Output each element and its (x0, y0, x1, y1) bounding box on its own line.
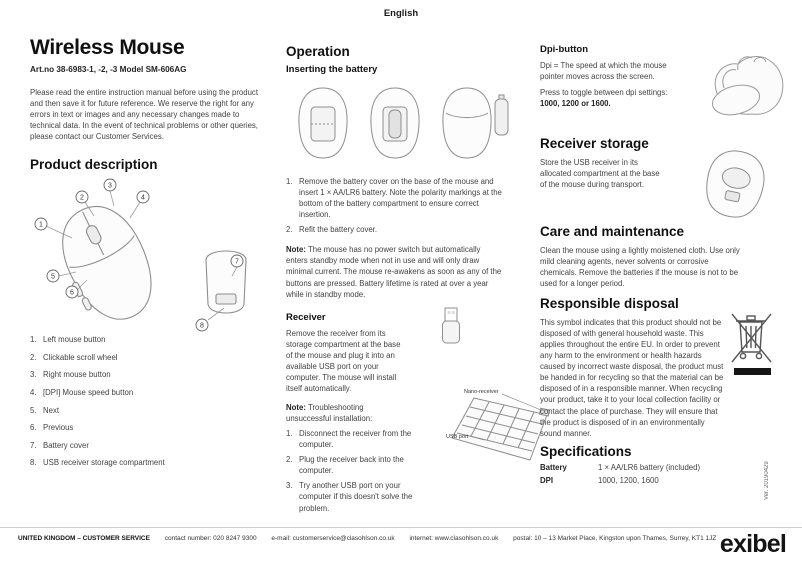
disposal-text: This symbol indicates that this product … (540, 318, 724, 438)
middle-column: Operation Inserting the battery (286, 44, 509, 518)
battery-steps-list: Remove the battery cover on the base of … (286, 176, 504, 235)
note-text: The mouse has no power switch but automa… (286, 245, 502, 299)
intro-text: Please read the entire instruction manua… (30, 88, 258, 142)
spec-key: Battery (540, 463, 567, 472)
specifications-heading: Specifications (540, 444, 632, 459)
product-parts-list: Left mouse button Clickable scroll wheel… (30, 334, 264, 468)
part-item: [DPI] Mouse speed button (30, 387, 134, 398)
diagram-callout-5: 5 (51, 274, 55, 281)
version-label: Ver. 20190429 (764, 461, 770, 500)
part-item: USB receiver storage compartment (30, 457, 165, 468)
spec-key: DPI (540, 476, 553, 485)
diagram-callout-4: 4 (141, 195, 145, 202)
note-label: Note: (286, 403, 306, 412)
part-item: Right mouse button (30, 369, 111, 380)
left-column: Wireless Mouse Art.no 38-6983-1, -2, -3 … (30, 36, 264, 475)
care-text: Clean the mouse using a lightly moistene… (540, 246, 740, 289)
part-item: Previous (30, 422, 74, 433)
troubleshooting-step: Plug the receiver back into the computer… (286, 454, 404, 476)
footer-contact-line: UNITED KINGDOM – CUSTOMER SERVICE contac… (18, 535, 716, 542)
footer-region: UNITED KINGDOM – CUSTOMER SERVICE (18, 535, 150, 542)
note-label: Note: (286, 245, 306, 255)
diagram-callout-6: 6 (70, 290, 74, 297)
weee-crossed-out-bin-icon (731, 313, 772, 375)
spec-value: 1 × AA/LR6 battery (included) (598, 463, 701, 472)
brand-logo: exibel (719, 530, 787, 558)
laptop-keyboard-illustration: Nano-receiver USB port (446, 389, 551, 461)
troubleshooting-steps-list: Disconnect the receiver from the compute… (286, 428, 418, 513)
standby-note: Note: The mouse has no power switch but … (286, 244, 504, 299)
product-diagram: 1 2 3 4 5 6 7 8 (30, 176, 264, 334)
inserting-battery-heading: Inserting the battery (286, 64, 378, 75)
footer-internet: internet: www.clasohlson.co.uk (409, 535, 499, 542)
article-number: Art.no 38-6983-1, -2, -3 Model SM-606AG (30, 65, 187, 74)
receiver-storage-text: Store the USB receiver in its allocated … (540, 158, 660, 190)
page-language-label: English (383, 8, 419, 19)
specifications-section: Specifications Battery 1 × AA/LR6 batter… (540, 444, 742, 485)
receiver-heading: Receiver (286, 311, 326, 323)
spec-row-battery: Battery 1 × AA/LR6 battery (included) (540, 463, 742, 472)
usb-receiver-illustration (442, 307, 460, 344)
battery-insertion-image (298, 87, 509, 159)
part-item: Battery cover (30, 440, 89, 451)
mouse-underside-illustration (706, 150, 765, 218)
diagram-callout-8: 8 (200, 323, 204, 330)
battery-step: Remove the battery cover on the base of … (286, 176, 502, 220)
troubleshooting-note: Note: Troubleshooting unsuccessful insta… (286, 402, 388, 424)
mouse-diagram-illustration: 1 2 3 4 5 6 7 8 (34, 178, 247, 332)
footer-email: e-mail: customerservice@clasohlson.co.uk (271, 535, 395, 542)
receiver-text: Remove the receiver from its storage com… (286, 328, 401, 393)
battery-insertion-illustration (296, 83, 509, 168)
dpi-toggle-prefix: Press to toggle between dpi settings: (540, 88, 668, 98)
diagram-callout-7: 7 (235, 259, 239, 266)
care-heading: Care and maintenance (540, 224, 685, 239)
footer-contact: contact number: 020 8247 9300 (164, 535, 257, 542)
footer-postal: postal: 10 – 13 Market Place, Kingston u… (513, 535, 717, 542)
dpi-settings: 1000, 1200 or 1600. (540, 99, 611, 109)
care-section: Care and maintenance Clean the mouse usi… (540, 224, 742, 289)
operation-heading: Operation (286, 44, 350, 59)
product-title: Wireless Mouse (30, 36, 185, 59)
troubleshooting-step: Disconnect the receiver from the compute… (286, 428, 412, 450)
spec-value: 1000, 1200, 1600 (598, 476, 659, 485)
part-item: Left mouse button (30, 334, 106, 345)
troubleshooting-step: Try another USB port on your computer if… (286, 480, 413, 513)
usb-port-label: USB port (446, 434, 469, 440)
battery-step: Refit the battery cover. (286, 224, 378, 235)
hand-on-mouse-illustration (711, 56, 784, 116)
diagram-callout-2: 2 (80, 195, 84, 202)
disposal-heading: Responsible disposal (540, 296, 679, 311)
note-text: Troubleshooting unsuccessful installatio… (286, 403, 373, 424)
diagram-callout-3: 3 (108, 183, 112, 190)
disposal-section: Responsible disposal This symbol indicat… (540, 296, 742, 439)
receiver-storage-heading: Receiver storage (540, 136, 649, 151)
product-description-heading: Product description (30, 157, 158, 173)
dpi-section: Dpi-button Dpi = The speed at which the … (540, 44, 700, 109)
part-item: Next (30, 405, 60, 416)
footer: UNITED KINGDOM – CUSTOMER SERVICE contac… (0, 527, 802, 567)
spec-row-dpi: DPI 1000, 1200, 1600 (540, 476, 742, 485)
nano-receiver-label: Nano-receiver (464, 389, 499, 395)
dpi-text: Dpi = The speed at which the mouse point… (540, 61, 667, 82)
receiver-storage-section: Receiver storage Store the USB receiver … (540, 136, 730, 190)
part-item: Clickable scroll wheel (30, 352, 118, 363)
dpi-heading: Dpi-button (540, 44, 589, 55)
dpi-toggle-text: Press to toggle between dpi settings:100… (540, 87, 682, 109)
diagram-callout-1: 1 (39, 222, 43, 229)
